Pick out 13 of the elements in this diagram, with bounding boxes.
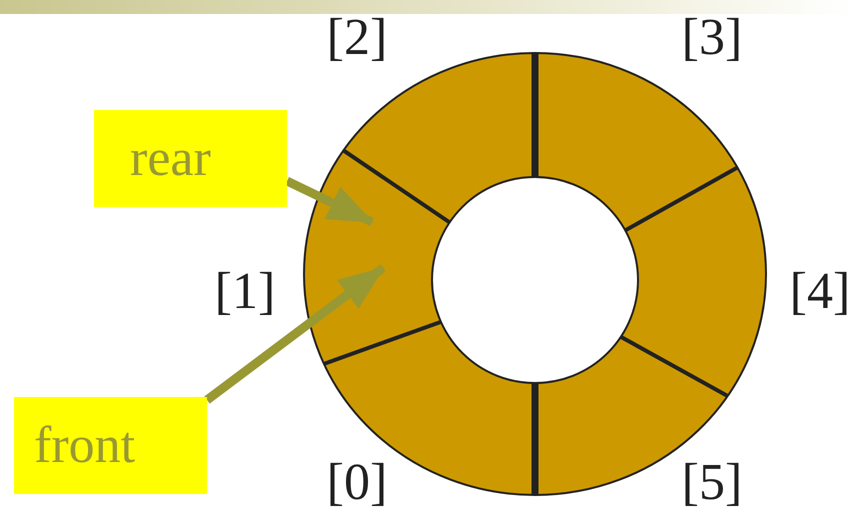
index-label: [0] bbox=[326, 457, 388, 509]
arrow bbox=[285, 176, 374, 226]
index-label: [1] bbox=[214, 266, 276, 318]
index-label: [5] bbox=[682, 457, 742, 509]
label-box bbox=[94, 110, 287, 207]
index-label: [4] bbox=[790, 266, 850, 318]
index-label: [3] bbox=[682, 12, 742, 64]
index-label: [2] bbox=[326, 12, 388, 64]
pointer-label: front bbox=[34, 420, 136, 472]
arrow bbox=[204, 264, 386, 404]
pointer-label: rear bbox=[130, 132, 211, 184]
label-box bbox=[14, 397, 207, 494]
ring-segment bbox=[620, 168, 766, 396]
